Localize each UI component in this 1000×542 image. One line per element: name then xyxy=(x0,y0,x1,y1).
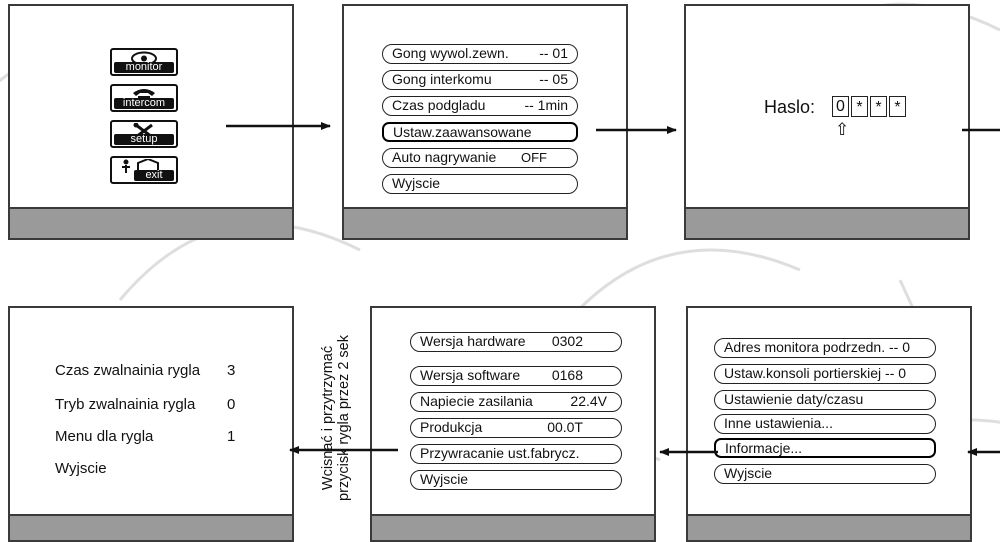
instruction-line-1: Wcisnać i przytrzymać xyxy=(320,345,336,491)
menu-item-wyjscie[interactable]: Wyjscie xyxy=(382,174,578,194)
panel-password: Haslo: 0 * * * ⇧ xyxy=(684,4,970,240)
adv-item-data-czas[interactable]: Ustawienie daty/czasu xyxy=(714,390,936,410)
menu-item-gong-interkomu[interactable]: Gong interkomu-- 05 xyxy=(382,70,578,90)
adv-item-konsoli[interactable]: Ustaw.konsoli portierskiej -- 0 xyxy=(714,364,936,384)
password-digit: * xyxy=(889,96,906,117)
panel-advanced-menu: Adres monitora podrzedn. -- 0 Ustaw.kons… xyxy=(686,306,972,542)
lock-item-czas[interactable]: Czas zwalnainia rygla xyxy=(55,362,201,379)
setup-button[interactable]: setup xyxy=(110,120,178,148)
adv-item-informacje[interactable]: Informacje... xyxy=(714,438,936,458)
lock-value-czas: 3 xyxy=(227,362,236,379)
password-digit: * xyxy=(851,96,868,117)
monitor-label: monitor xyxy=(114,62,174,73)
menu-item-ustaw-zaawansowane[interactable]: Ustaw.zaawansowane xyxy=(382,122,578,142)
password-field[interactable]: 0 * * * xyxy=(832,96,906,117)
menu-item-czas-podgladu[interactable]: Czas podgladu-- 1min xyxy=(382,96,578,116)
panel-main-menu: monitor intercom setup exit xyxy=(8,4,294,240)
lock-value-menu: 1 xyxy=(227,428,236,445)
exit-button[interactable]: exit xyxy=(110,156,178,184)
exit-label: exit xyxy=(134,170,174,181)
lock-item-wyjscie[interactable]: Wyjscie xyxy=(55,460,107,477)
info-item-wyjscie[interactable]: Wyjscie xyxy=(410,470,622,490)
adv-item-inne[interactable]: Inne ustawienia... xyxy=(714,414,936,434)
password-label: Haslo: xyxy=(764,97,816,117)
panel-lock-menu: Czas zwalnainia rygla 3 Tryb zwalnainia … xyxy=(8,306,294,542)
instruction-line-2: przycisk rygla przez 2 sek xyxy=(336,335,352,501)
intercom-button[interactable]: intercom xyxy=(110,84,178,112)
menu-item-gong-wywol[interactable]: Gong wywol.zewn.-- 01 xyxy=(382,44,578,64)
info-item-przywracanie[interactable]: Przywracanie ust.fabrycz. xyxy=(410,444,622,464)
monitor-button[interactable]: monitor xyxy=(110,48,178,76)
lock-item-menu[interactable]: Menu dla rygla xyxy=(55,428,154,445)
cursor-up-arrow-icon: ⇧ xyxy=(835,120,850,139)
intercom-label: intercom xyxy=(114,98,174,109)
adv-item-adres[interactable]: Adres monitora podrzedn. -- 0 xyxy=(714,338,936,358)
password-digit: * xyxy=(870,96,887,117)
setup-label: setup xyxy=(114,134,174,145)
lock-item-tryb[interactable]: Tryb zwalnainia rygla xyxy=(55,396,196,413)
exit-door-icon xyxy=(122,159,159,173)
panel-setup-menu: Gong wywol.zewn.-- 01 Gong interkomu-- 0… xyxy=(342,4,628,240)
lock-value-tryb: 0 xyxy=(227,396,236,413)
password-digit: 0 xyxy=(832,96,849,117)
adv-item-wyjscie[interactable]: Wyjscie xyxy=(714,464,936,484)
